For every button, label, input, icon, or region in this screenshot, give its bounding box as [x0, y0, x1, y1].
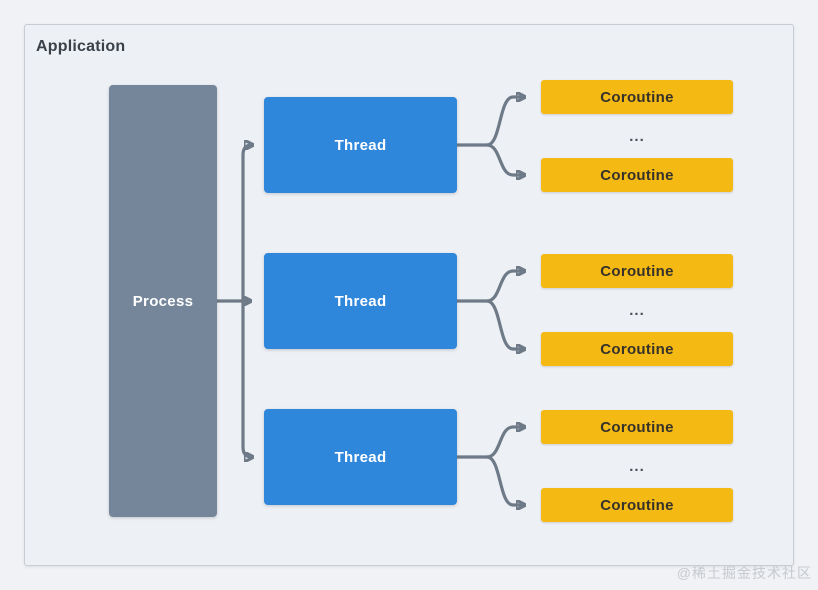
- coroutine-box-1a: Coroutine: [541, 80, 733, 114]
- thread-label: Thread: [334, 448, 387, 466]
- ellipsis-group-2: ...: [629, 301, 645, 319]
- coroutine-box-3a: Coroutine: [541, 410, 733, 444]
- coroutine-label: Coroutine: [600, 88, 674, 106]
- watermark: @稀土掘金技术社区: [676, 565, 812, 581]
- coroutine-box-2b: Coroutine: [541, 332, 733, 366]
- ellipsis-group-3: ...: [629, 457, 645, 475]
- coroutine-label: Coroutine: [600, 496, 674, 514]
- thread-label: Thread: [334, 292, 387, 310]
- coroutine-label: Coroutine: [600, 262, 674, 280]
- process-label: Process: [132, 292, 194, 310]
- process-box: Process: [109, 85, 217, 517]
- coroutine-box-3b: Coroutine: [541, 488, 733, 522]
- application-label: Application: [36, 38, 126, 55]
- coroutine-label: Coroutine: [600, 340, 674, 358]
- thread-box-2: Thread: [264, 253, 457, 349]
- thread-box-3: Thread: [264, 409, 457, 505]
- coroutine-label: Coroutine: [600, 418, 674, 436]
- ellipsis-group-1: ...: [629, 127, 645, 145]
- thread-label: Thread: [334, 136, 387, 154]
- coroutine-label: Coroutine: [600, 166, 674, 184]
- coroutine-box-2a: Coroutine: [541, 254, 733, 288]
- coroutine-box-1b: Coroutine: [541, 158, 733, 192]
- thread-box-1: Thread: [264, 97, 457, 193]
